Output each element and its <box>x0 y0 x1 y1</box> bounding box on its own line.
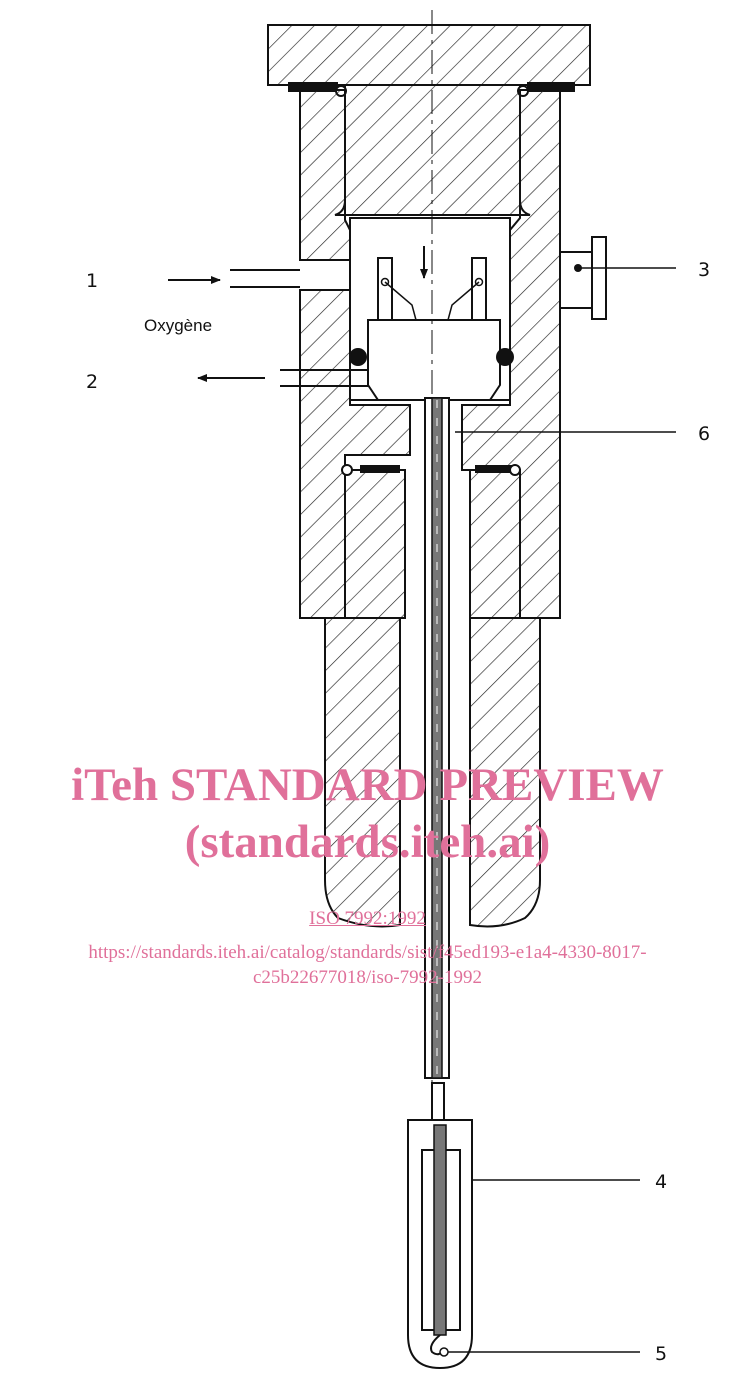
side-screw <box>559 236 607 320</box>
watermark-subtitle: (standards.iteh.ai) <box>184 816 551 868</box>
thermocouple-tube <box>424 397 450 1079</box>
leader-lines <box>448 267 676 1353</box>
watermark-title: iTeh STANDARD PREVIEW <box>71 759 664 811</box>
lower-detail <box>407 1082 473 1370</box>
catalog-url-line2[interactable]: c25b22677018/iso-7992-1992 <box>252 967 483 988</box>
oxygen-label: Oxygène <box>144 316 212 335</box>
label-6: 6 <box>698 423 710 445</box>
label-1: 1 <box>86 270 98 292</box>
label-3: 3 <box>698 259 710 281</box>
label-5: 5 <box>655 1343 667 1365</box>
lower-sleeve <box>324 617 541 928</box>
label-4: 4 <box>655 1171 667 1193</box>
gas-ports <box>230 269 368 387</box>
catalog-url-line1[interactable]: https://standards.iteh.ai/catalog/standa… <box>88 942 647 963</box>
label-2: 2 <box>86 371 98 393</box>
inner-plug <box>349 257 514 401</box>
iso-reference-link[interactable]: ISO 7992:1992 <box>309 908 426 929</box>
